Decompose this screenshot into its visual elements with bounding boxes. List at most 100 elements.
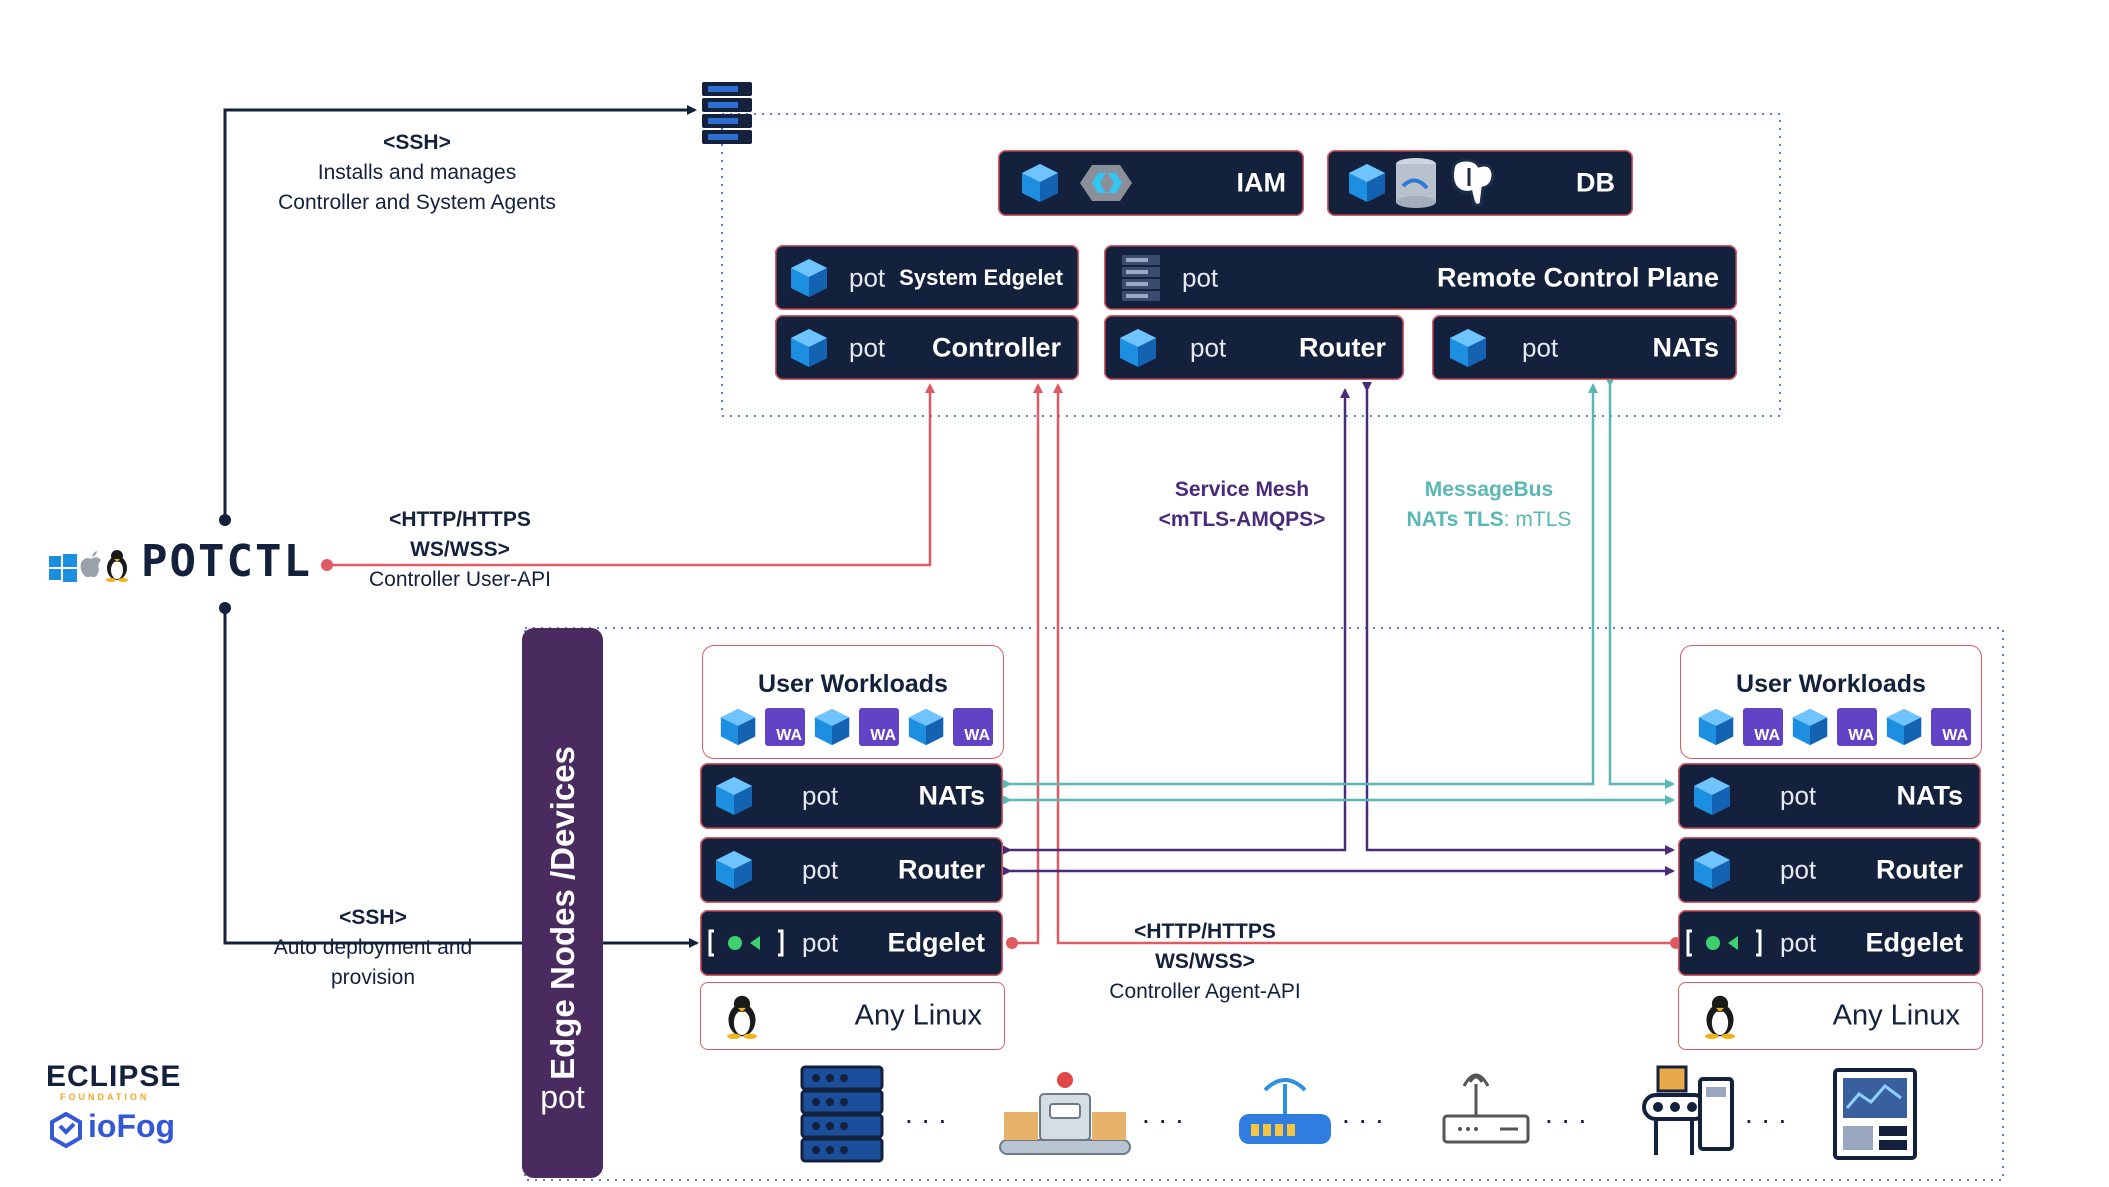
edge-edgelet-label: Edgelet <box>887 927 985 958</box>
any-linux-box: Any Linux <box>700 982 1005 1050</box>
edgelet-icon <box>1686 929 1762 957</box>
cube-icon <box>720 708 756 746</box>
pot-label: pot <box>1780 927 1817 958</box>
messagebus-note: MessageBus NATs TLS: mTLS <box>1386 475 1592 535</box>
pot-label: pot <box>802 927 839 958</box>
edge-nodes-bar: Edge Nodes /Devices pot <box>522 628 603 1178</box>
pot-label: pot <box>849 332 886 362</box>
cube-icon <box>1120 328 1156 367</box>
cube-icon <box>716 851 752 889</box>
cube-icon <box>1886 708 1922 746</box>
conveyor-icon <box>1642 1065 1734 1155</box>
remote-control-plane-box[interactable]: pot Remote Control Plane <box>1104 245 1737 310</box>
linux-icon <box>106 550 128 582</box>
edge-router-box[interactable]: pot Router <box>700 837 1003 903</box>
edge-nats-label: NATs <box>918 780 986 811</box>
wasm-icon: WA <box>1837 708 1877 746</box>
pot-label: pot <box>1780 854 1817 885</box>
wireless-router-icon <box>1442 1073 1530 1144</box>
messagebus-line1: MessageBus <box>1424 478 1554 501</box>
ssh-deploy-connector <box>223 608 699 948</box>
postgresql-icon <box>1450 158 1495 207</box>
cube-icon <box>791 328 827 367</box>
messagebus-connector-a <box>1002 383 1598 789</box>
router-label: Router <box>1299 332 1386 362</box>
edge-router-label: Router <box>898 854 985 885</box>
separator-dots: ... <box>1745 1098 1796 1129</box>
potctl-logo[interactable]: POTCTL <box>141 536 312 587</box>
separator-dots: ... <box>1342 1098 1393 1129</box>
messagebus-line2-rest: : mTLS <box>1503 508 1572 531</box>
system-edgelet-label: System Edgelet <box>899 264 1063 290</box>
controller-label: Controller <box>931 332 1061 362</box>
linux-icon <box>1705 995 1735 1039</box>
windows-icon <box>49 554 77 582</box>
user-api-caption: Controller User-API <box>368 568 552 591</box>
edge-edgelet-box[interactable]: pot Edgelet <box>700 910 1003 976</box>
cube-icon <box>1698 708 1734 746</box>
cube-icon <box>1022 164 1058 202</box>
nats-box[interactable]: pot NATs <box>1432 315 1737 380</box>
pot-label: pot <box>802 854 839 885</box>
agent-api-line3: Controller Agent-API <box>1109 980 1301 1003</box>
wasm-icon: WA <box>1743 708 1783 746</box>
service-mesh-connector-a <box>1002 388 1350 855</box>
router-device-icon <box>1239 1078 1331 1144</box>
separator-dots: ... <box>905 1098 956 1129</box>
server-stack-icon <box>702 82 752 144</box>
edge-router-label: Router <box>1876 854 1963 885</box>
user-api-note: <HTTP/HTTPS WS/WSS> <box>350 505 570 565</box>
cube-icon <box>1450 328 1486 367</box>
edge-nats-label: NATs <box>1896 780 1964 811</box>
user-api-connector <box>327 383 935 567</box>
keycloak-icon <box>1080 165 1132 201</box>
cube-icon <box>791 258 827 297</box>
edge-router-box[interactable]: pot Router <box>1678 837 1981 903</box>
ssh-install-connector <box>223 105 697 520</box>
edge-nats-box[interactable]: pot NATs <box>700 763 1003 829</box>
system-edgelet-box[interactable]: pot System Edgelet <box>775 245 1079 310</box>
any-linux-label: Any Linux <box>1832 999 1960 1032</box>
cube-icon <box>814 708 850 746</box>
db-label: DB <box>1576 167 1615 198</box>
ssh-tag: <SSH> <box>383 131 451 154</box>
cube-icon <box>1792 708 1828 746</box>
cube-icon <box>716 777 752 815</box>
router-box[interactable]: pot Router <box>1104 315 1404 380</box>
ssh-tag: <SSH> <box>339 906 407 929</box>
eclipse-foundation-text: FOUNDATION <box>60 1092 150 1102</box>
cube-icon <box>908 708 944 746</box>
pot-label: pot <box>1780 780 1817 811</box>
wasm-icon: WA <box>765 708 805 746</box>
iam-box[interactable]: IAM <box>998 150 1304 216</box>
controller-box[interactable]: pot Controller <box>775 315 1079 380</box>
ssh-install-line1: Installs and manages <box>317 161 517 184</box>
user-api-line2: WS/WSS> <box>410 538 510 561</box>
nats-label: NATs <box>1652 332 1720 362</box>
edgelet-icon <box>708 929 784 957</box>
iofog-icon <box>50 1112 82 1148</box>
wasm-icon: WA <box>859 708 899 746</box>
any-linux-label: Any Linux <box>854 999 982 1032</box>
edge-edgelet-label: Edgelet <box>1865 927 1963 958</box>
user-workloads-title: User Workloads <box>1736 670 1926 698</box>
control-panel-icon <box>1833 1068 1917 1160</box>
db-box[interactable]: DB <box>1327 150 1633 216</box>
ssh-deploy-line2: provision <box>330 966 416 989</box>
pot-label: pot <box>1190 332 1227 362</box>
ssh-deploy-line1: Auto deployment and <box>273 936 473 959</box>
apple-icon <box>80 551 101 578</box>
agent-api-left-connector <box>1012 383 1043 945</box>
separator-dots: ... <box>1142 1098 1193 1129</box>
edge-nats-box[interactable]: pot NATs <box>1678 763 1981 829</box>
wasm-icon: WA <box>953 708 993 746</box>
iam-label: IAM <box>1236 167 1287 198</box>
service-mesh-line2: <mTLS-AMQPS> <box>1158 508 1326 531</box>
service-mesh-note: Service Mesh <mTLS-AMQPS> <box>1122 475 1362 535</box>
edge-edgelet-box[interactable]: pot Edgelet <box>1678 910 1981 976</box>
agent-api-line2: WS/WSS> <box>1155 950 1255 973</box>
cube-icon <box>1694 851 1730 889</box>
eclipse-logo: ECLIPSE <box>46 1060 182 1093</box>
industrial-robot-icon <box>999 1072 1131 1155</box>
